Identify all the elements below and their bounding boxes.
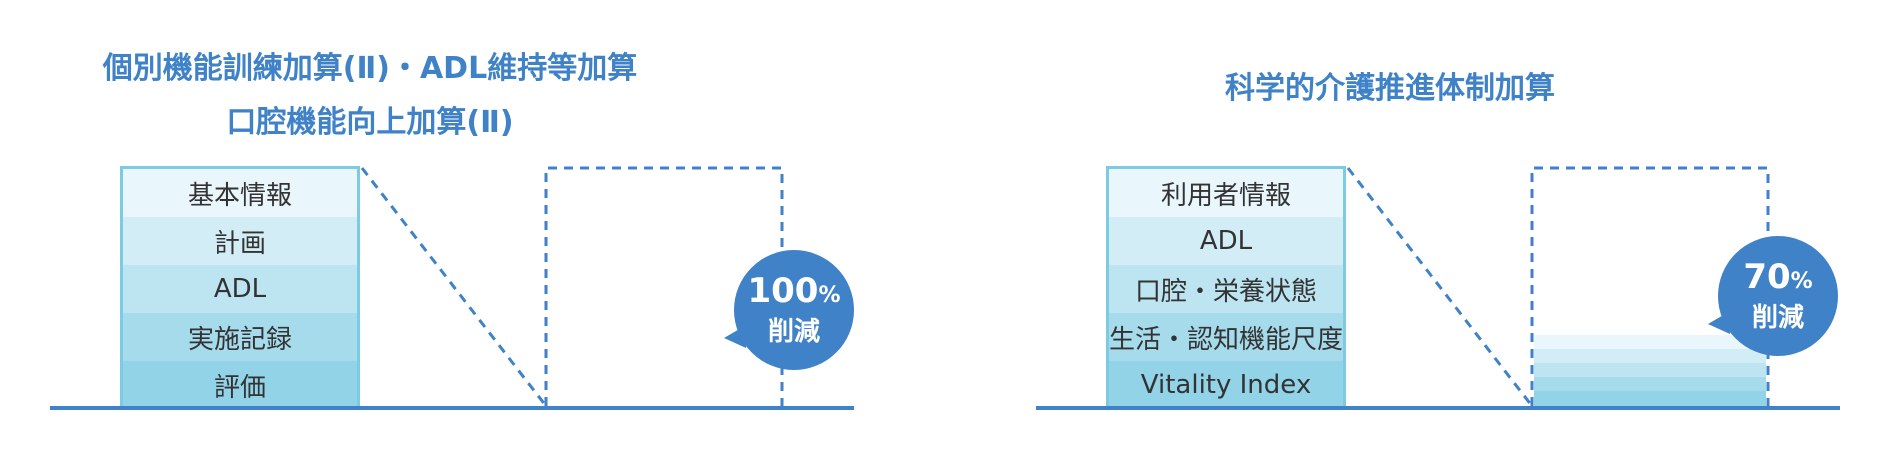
left-reduction-value: 100: [747, 270, 819, 311]
left-title: 個別機能訓練加算(Ⅱ)・ADL維持等加算 口腔機能向上加算(Ⅱ): [40, 42, 700, 150]
right-reduction-label: 削減: [1751, 302, 1804, 333]
right-title: 科学的介護推進体制加算: [1060, 62, 1720, 116]
right-remaining-band-2: [1534, 349, 1766, 363]
left-item-stack: 基本情報 計画 ADL 実施記録 評価: [120, 166, 360, 409]
right-remaining-band-3: [1534, 363, 1766, 377]
left-bubble-tail: [724, 324, 748, 348]
right-item-5: Vitality Index: [1109, 361, 1343, 409]
right-item-stack: 利用者情報 ADL 口腔・栄養状態 生活・認知機能尺度 Vitality Ind…: [1106, 166, 1346, 409]
left-item-2: 計画: [123, 217, 357, 265]
right-remaining-fill: [1534, 335, 1766, 406]
left-title-line-2: 口腔機能向上加算(Ⅱ): [226, 105, 514, 140]
right-reduction-bubble: 70% 削減: [1718, 236, 1838, 356]
left-diagram: 個別機能訓練加算(Ⅱ)・ADL維持等加算 口腔機能向上加算(Ⅱ) 基本情報 計画…: [40, 42, 854, 410]
right-diagonal-dash: [1346, 167, 1534, 407]
left-baseline: [50, 406, 854, 410]
right-bubble-tail: [1708, 310, 1732, 334]
left-connector-lines: [360, 166, 784, 407]
left-title-line-1: 個別機能訓練加算(Ⅱ)・ADL維持等加算: [102, 51, 638, 86]
left-item-3: ADL: [123, 265, 357, 313]
left-item-5: 評価: [123, 361, 357, 409]
left-reduction-label: 削減: [767, 316, 820, 347]
right-reduction-value: 70: [1743, 256, 1791, 297]
right-remaining-band-4: [1534, 377, 1766, 391]
right-baseline: [1036, 406, 1840, 410]
right-remaining-band-5: [1534, 391, 1766, 406]
left-reduction-unit: %: [818, 282, 841, 308]
left-diagonal-dash: [360, 167, 548, 407]
right-remaining-band-1: [1534, 335, 1766, 349]
right-item-3: 口腔・栄養状態: [1109, 265, 1343, 313]
right-item-2: ADL: [1109, 217, 1343, 265]
right-item-4: 生活・認知機能尺度: [1109, 313, 1343, 361]
left-reduction-bubble: 100% 削減: [734, 250, 854, 370]
right-reduction-unit: %: [1790, 268, 1813, 294]
right-title-line-1: 科学的介護推進体制加算: [1225, 71, 1555, 106]
right-diagram: 科学的介護推進体制加算 利用者情報 ADL 口腔・栄養状態 生活・認知機能尺度 …: [940, 0, 1880, 456]
left-item-4: 実施記録: [123, 313, 357, 361]
right-item-1: 利用者情報: [1109, 169, 1343, 217]
left-item-1: 基本情報: [123, 169, 357, 217]
